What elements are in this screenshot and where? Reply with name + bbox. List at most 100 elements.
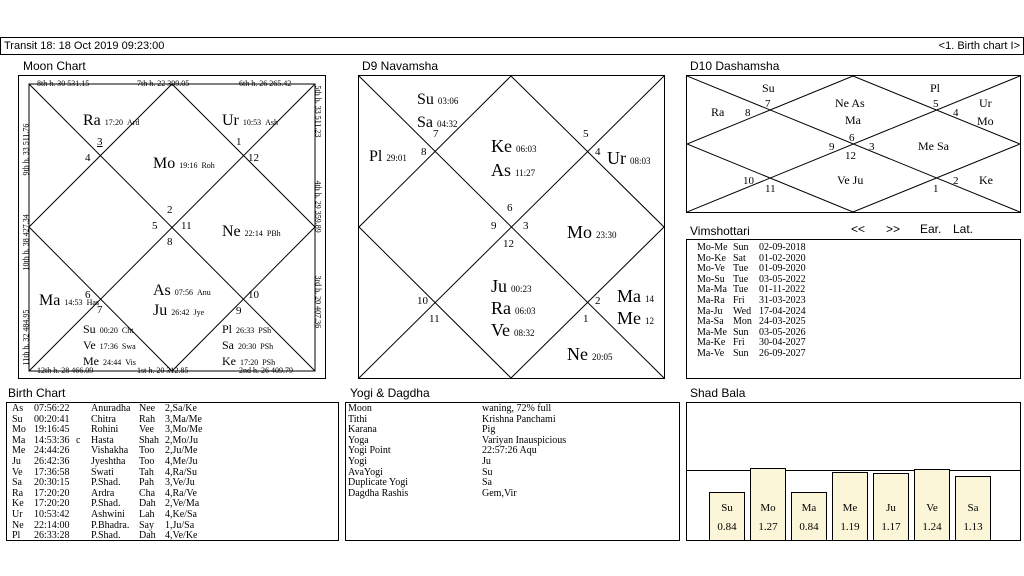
- planet-entry: Ju 26:42 Jye: [153, 302, 205, 319]
- chart-selector[interactable]: <1. Birth chart I>: [938, 40, 1020, 52]
- planet-entry: Me 12: [617, 308, 654, 328]
- birth-chart-title: Birth Chart: [8, 386, 66, 400]
- sign-number: 5: [933, 98, 939, 110]
- yogi-title: Yogi & Dagdha: [350, 386, 430, 400]
- planet-entry: Me 24:44 Vis: [83, 354, 136, 368]
- sign-number: 3: [97, 136, 103, 148]
- planet-entry: Ur 10:53 Ash: [222, 112, 279, 129]
- bar-su: Su 0.84: [709, 492, 745, 540]
- house-label-11: 11th h. 32 484.95: [21, 309, 31, 366]
- sign-number: 2: [595, 295, 601, 307]
- house-label-8: 8th h. 30 531.15: [37, 79, 90, 88]
- sign-number: 9: [829, 141, 835, 153]
- d9-chart[interactable]: 7 8 5 4 6 9 3 12 10 11 2 1 Su 03:06 Sa 0…: [358, 75, 665, 379]
- sign-number: 4: [85, 152, 91, 164]
- sign-number: 1: [236, 136, 242, 148]
- sign-number: 6: [507, 202, 513, 214]
- transit-bar: Transit 18: 18 Oct 2019 09:23:00 <1. Bir…: [0, 37, 1024, 55]
- bar-label: Mo: [760, 502, 776, 514]
- house-label-3: 3rd h. 20 407.36: [313, 275, 323, 329]
- sign-number: 11: [429, 313, 440, 325]
- planet-entry: Pl 26:33 PSh: [222, 322, 272, 336]
- sign-number: 10: [417, 295, 428, 307]
- planet-entry: Ra 06:03: [491, 298, 536, 318]
- house-label-12: 12th h. 28 466.09: [37, 366, 94, 375]
- bar-value: 0.84: [717, 521, 737, 533]
- house-label-10: 10th h. 38 427.34: [21, 214, 31, 271]
- sign-number: 9: [491, 220, 497, 232]
- sign-number: 4: [595, 146, 601, 158]
- sign-number: 7: [433, 128, 439, 140]
- planet-entry: Ve 17:36 Swa: [83, 338, 136, 352]
- planet-entry: Ke: [979, 173, 993, 187]
- house-label-7: 7th h. 22 399.05: [137, 79, 190, 88]
- bar-value: 1.19: [840, 521, 860, 533]
- house-label-9: 9th h. 33 511.76: [21, 123, 31, 176]
- planet-entry: Pl 29:01: [369, 148, 407, 165]
- sign-number: 9: [236, 305, 242, 317]
- sign-number: 5: [152, 220, 158, 232]
- prev-button[interactable]: <<: [851, 222, 866, 236]
- later-button[interactable]: Lat.: [953, 222, 974, 236]
- moon-chart[interactable]: 8th h. 30 531.15 7th h. 22 399.05 6th h.…: [18, 75, 326, 379]
- planet-entry: Ur 08:03: [607, 148, 651, 168]
- sign-number: 12: [845, 150, 856, 162]
- planet-entry: Ra: [711, 105, 725, 119]
- sign-number: 5: [583, 128, 589, 140]
- sign-number: 3: [523, 220, 529, 232]
- sign-number: 8: [167, 236, 173, 248]
- earlier-button[interactable]: Ear.: [920, 222, 942, 236]
- d9-title: D9 Navamsha: [362, 59, 439, 73]
- planet-entry: Mo 23:30: [567, 222, 617, 242]
- bar-label: Su: [721, 502, 733, 514]
- bar-value: 1.24: [922, 521, 942, 533]
- sign-number: 7: [97, 304, 103, 316]
- next-button[interactable]: >>: [886, 222, 901, 236]
- sign-number: 6: [849, 132, 855, 144]
- transit-label: Transit 18: 18 Oct 2019 09:23:00: [4, 40, 165, 52]
- d10-chart[interactable]: 7 8 5 4 6 9 3 12 10 11 1 2 Su Pl Ra Ne A…: [686, 75, 1021, 213]
- house-label-1: 1st h. 20 312.85: [137, 366, 189, 375]
- bar-label: Sa: [967, 502, 979, 514]
- house-label-2: 2nd h. 26 409.79: [239, 366, 293, 375]
- planet-entry: Ma 14:53 Has: [39, 292, 100, 309]
